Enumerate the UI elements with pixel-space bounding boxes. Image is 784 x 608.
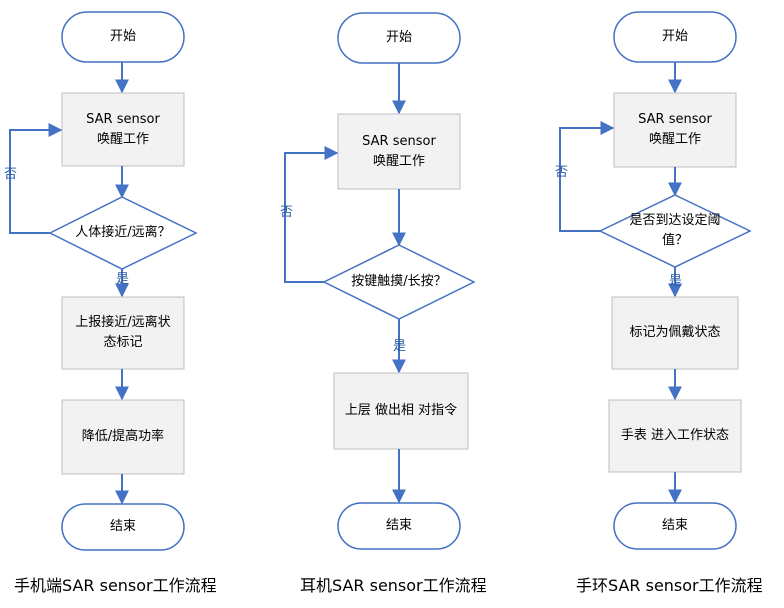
flow3-mark-box	[611, 296, 739, 370]
flow2-wake-box	[337, 113, 461, 190]
flow1-report-label: 上报接近/远离状 态标记	[75, 315, 171, 350]
flow3-end-terminal	[613, 502, 737, 550]
flow2-action-box	[333, 372, 469, 450]
flow2-action-label: 上层 做出相 对指令	[344, 403, 458, 418]
flow3-caption: 手环SAR sensor工作流程	[576, 576, 763, 595]
flow2-yes-label: 是	[393, 339, 407, 354]
flow2-no-loop	[284, 146, 339, 283]
flow1-end-label: 结束	[109, 519, 136, 534]
flow1-caption: 手机端SAR sensor工作流程	[14, 576, 217, 595]
flow3-work-label: 手表 进入工作状态	[620, 428, 730, 443]
flow3-work-box	[608, 399, 742, 473]
flow1-no-loop	[9, 123, 63, 234]
flow1-no-label: 否	[4, 167, 18, 182]
flow1-wake-box	[61, 92, 185, 167]
flow1-start-label: 开始	[109, 29, 136, 44]
flow1-yes-label: 是	[116, 272, 130, 287]
flow2-no-label: 否	[280, 205, 294, 220]
flow3-yes-label: 是	[669, 274, 683, 289]
flow1-wake-label: SAR sensor 唤醒工作	[86, 111, 160, 147]
flow2-wake-label: SAR sensor 唤醒工作	[362, 133, 436, 169]
flow3-no-loop	[559, 121, 615, 232]
flow2-start-label: 开始	[385, 30, 412, 45]
flow2-end-terminal	[337, 502, 461, 550]
flow1-decision-label: 人体接近/远离？	[75, 225, 171, 240]
flow3-start-label: 开始	[661, 29, 688, 44]
flow3-no-label: 否	[555, 165, 569, 180]
flow2-caption: 耳机SAR sensor工作流程	[300, 576, 487, 595]
flow3-end-label: 结束	[661, 518, 688, 533]
flow1-adjust-label: 降低/提高功率	[81, 429, 165, 444]
flow2-decision-label: 按键触摸/长按？	[351, 274, 447, 289]
flow3-wake-label: SAR sensor 唤醒工作	[638, 112, 712, 147]
flow3-wake-box	[613, 92, 737, 168]
flow3-decision-label: 是否到达设定阈 值？	[629, 213, 721, 248]
flow1-end-terminal	[61, 503, 185, 551]
flow2-end-label: 结束	[385, 518, 412, 533]
flow3-mark-label: 标记为佩戴状态	[629, 325, 721, 340]
